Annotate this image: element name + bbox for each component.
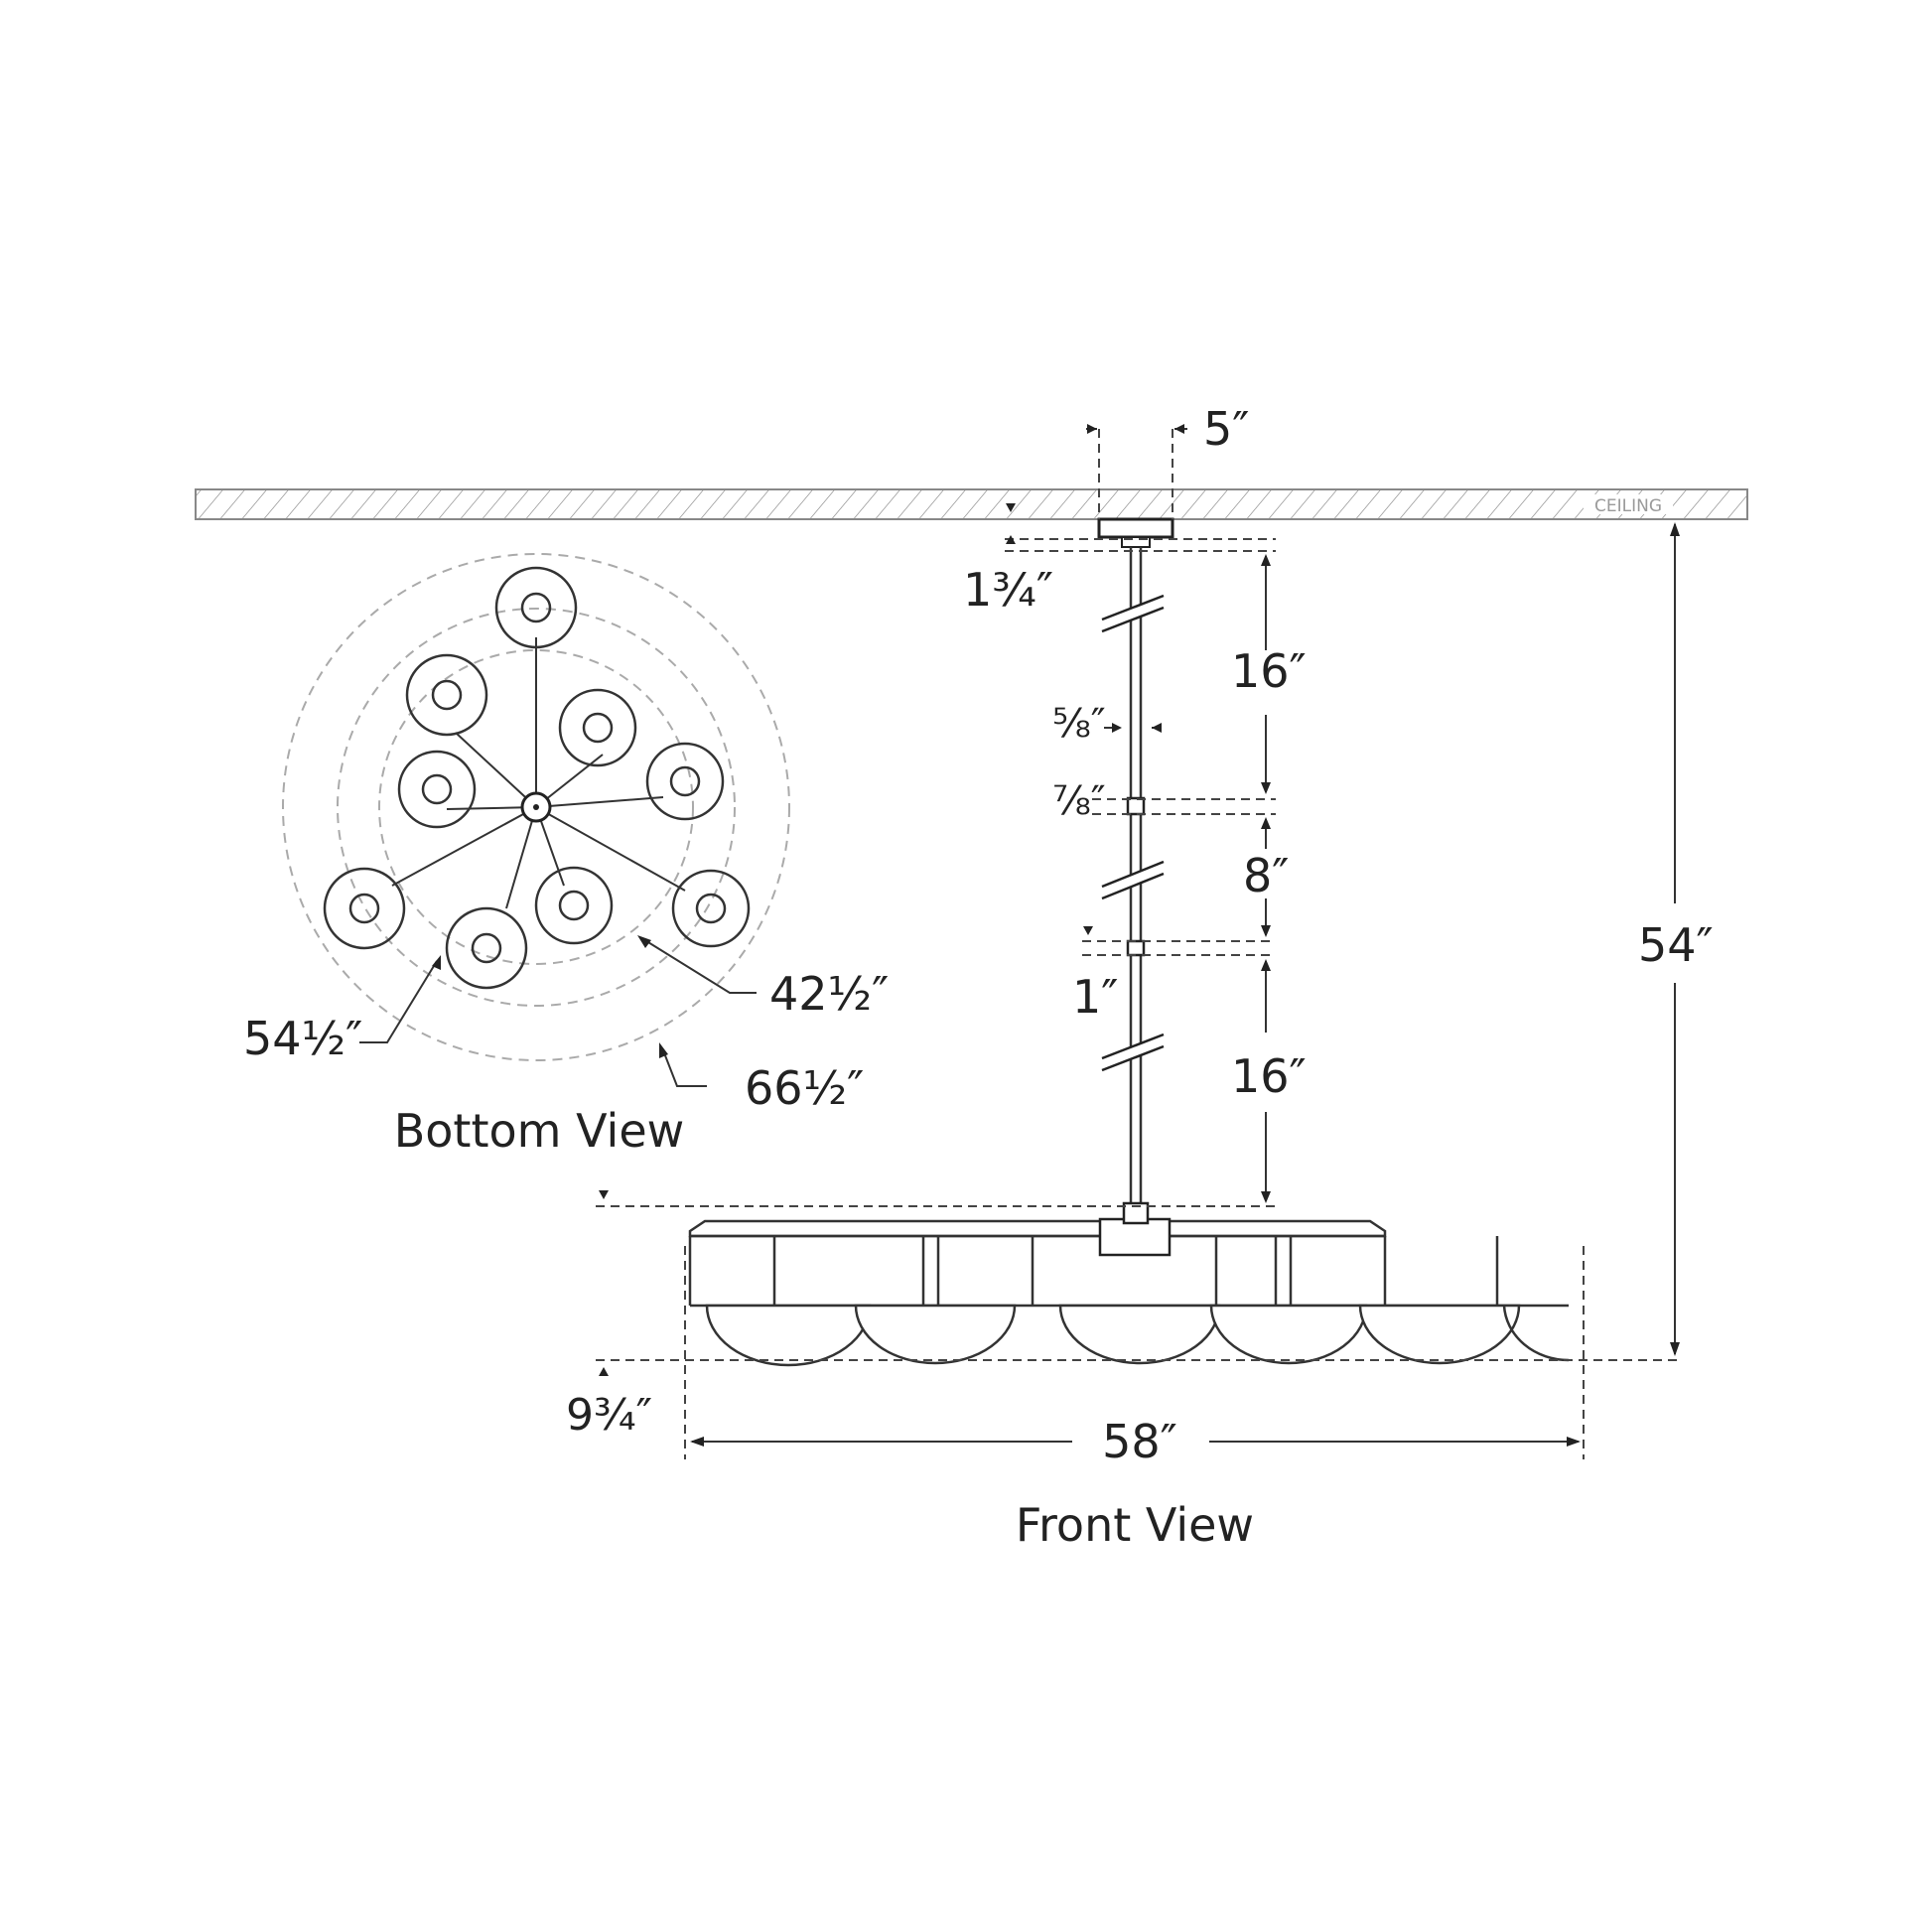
dim-ring-inner: 42½″ xyxy=(769,967,889,1021)
shade xyxy=(534,866,614,945)
shade xyxy=(445,906,528,990)
dim-ring-outer: 66½″ xyxy=(745,1061,864,1115)
stem-breaks xyxy=(1101,594,1165,1072)
front-view: 5″ 1¾″ 16″ ⅝″ ⅞″ 8″ 1″ 16″ 54″ 9¾″ 58″ F… xyxy=(566,402,1714,1552)
dim-canopy-height: 1¾″ xyxy=(963,563,1053,617)
front-view-title: Front View xyxy=(1016,1498,1254,1552)
dim-stem-1: 16″ xyxy=(1231,644,1307,698)
ceiling-label: CEILING xyxy=(1594,496,1662,516)
shade xyxy=(494,566,578,649)
shade xyxy=(323,867,406,950)
dim-fixture-height: 9¾″ xyxy=(566,1390,652,1441)
bottom-view: 42½″ 54½″ 66½″ Bottom View xyxy=(243,553,889,1158)
dim-stem-3: 16″ xyxy=(1231,1049,1307,1103)
shade xyxy=(645,742,725,821)
bottom-view-title: Bottom View xyxy=(394,1104,685,1158)
dim-fixture-width: 58″ xyxy=(1102,1415,1177,1468)
dimension-guides xyxy=(596,429,1680,1459)
dimension-arrows xyxy=(692,428,1676,1443)
ring-leaders xyxy=(359,938,757,1087)
shade xyxy=(405,653,488,737)
dim-stem-2: 8″ xyxy=(1243,849,1289,902)
arrowheads xyxy=(599,424,1680,1447)
coupler-2 xyxy=(1126,939,1146,957)
arms xyxy=(391,637,686,909)
canopy xyxy=(1097,517,1174,539)
dim-coupler-2: 1″ xyxy=(1072,970,1118,1024)
fixture-hub xyxy=(1098,1217,1172,1257)
coupler-1 xyxy=(1126,796,1146,816)
front-shades xyxy=(705,1304,1570,1367)
shade xyxy=(558,688,637,767)
ring-outer xyxy=(282,553,790,1061)
shade xyxy=(671,869,751,948)
dim-canopy-width: 5″ xyxy=(1203,402,1249,456)
dim-coupler-1: ⅞″ xyxy=(1052,778,1106,824)
ring-middle xyxy=(337,608,736,1007)
shades xyxy=(323,566,751,990)
dim-ring-middle: 54½″ xyxy=(243,1012,362,1065)
ceiling: CEILING xyxy=(195,488,1748,520)
ring-inner xyxy=(378,649,694,965)
dim-overall-height: 54″ xyxy=(1638,918,1714,972)
shade xyxy=(397,750,477,829)
dim-stem-diameter: ⅝″ xyxy=(1052,701,1106,747)
